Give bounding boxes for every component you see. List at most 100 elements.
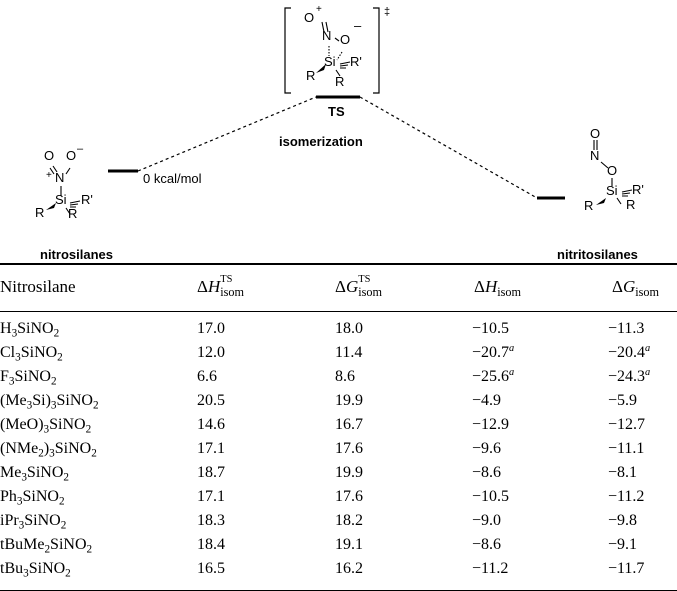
formula-subscript: 3 bbox=[26, 399, 33, 412]
cell-value: 6.6 bbox=[197, 368, 217, 385]
formula-part: SiNO bbox=[54, 440, 92, 457]
left-atom-o2: O bbox=[66, 148, 77, 163]
cell-dh-ts: 18.3 bbox=[197, 512, 225, 530]
formula-subscript: 2 bbox=[65, 567, 71, 580]
cell-dg: −11.2 bbox=[608, 488, 644, 506]
right-atom-si: Si bbox=[606, 183, 618, 198]
ts-atom-n: N bbox=[322, 28, 332, 43]
energy-diagram: O + N O – ‡ Si R' R R TS isomerization 0… bbox=[0, 0, 677, 262]
cell-value: −9.6 bbox=[472, 440, 502, 457]
cell-dh-ts: 18.7 bbox=[197, 464, 225, 482]
formula-part: H bbox=[0, 320, 12, 337]
cell-value: 17.1 bbox=[197, 488, 225, 505]
formula-subscript: 2 bbox=[57, 351, 63, 364]
right-atom-n: N bbox=[590, 148, 600, 163]
cell-value: −20.4 bbox=[608, 344, 646, 361]
footnote-marker: a bbox=[645, 342, 651, 354]
ts-bond-o-si bbox=[336, 51, 343, 61]
energy-diagram-svg bbox=[46, 7, 633, 215]
formula-subscript: 2 bbox=[44, 543, 51, 556]
reactant-ts-connector bbox=[137, 96, 317, 172]
ts-atom-o1: O bbox=[304, 10, 315, 25]
formula-part: (Me bbox=[0, 392, 27, 409]
left-atom-r2: R bbox=[68, 206, 78, 221]
formula-part: (NMe bbox=[0, 440, 39, 457]
cell-value: 12.0 bbox=[197, 344, 225, 361]
formula-part: Cl bbox=[0, 344, 16, 361]
cell-nitrosilane: H3SiNO2 bbox=[0, 320, 59, 340]
footnote-marker: a bbox=[509, 342, 515, 354]
formula-subscript: 3 bbox=[43, 423, 50, 436]
cell-value: 11.4 bbox=[335, 344, 363, 361]
cell-value: −8.1 bbox=[608, 464, 638, 481]
formula-subscript: 3 bbox=[11, 327, 18, 340]
right-atom-rp: R' bbox=[632, 182, 644, 197]
ts-atom-si: Si bbox=[324, 54, 336, 69]
cell-dh: −20.7a bbox=[472, 342, 515, 362]
formula-part: SiNO bbox=[28, 560, 66, 577]
header-dg: ΔGisom bbox=[612, 277, 660, 300]
cell-dg-ts: 19.1 bbox=[335, 536, 363, 554]
right-wedge-bond bbox=[596, 198, 606, 205]
cell-dh: −9.6 bbox=[472, 440, 501, 458]
footnote-marker: a bbox=[645, 366, 651, 378]
cell-value: −9.0 bbox=[472, 512, 502, 529]
formula-part: SiNO bbox=[20, 344, 58, 361]
formula-subscript: 2 bbox=[85, 423, 92, 436]
formula-subscript: 2 bbox=[92, 399, 99, 412]
cell-dh-ts: 17.0 bbox=[197, 320, 225, 338]
formula-part: Ph bbox=[0, 488, 17, 505]
ts-atom-r2: R bbox=[335, 74, 345, 89]
footnote-marker: a bbox=[509, 366, 515, 378]
cell-value: 14.6 bbox=[197, 416, 225, 433]
cell-value: 8.6 bbox=[335, 368, 355, 385]
left-hash-bond bbox=[69, 200, 81, 208]
ts-atom-r1: R bbox=[306, 68, 316, 83]
left-atom-r1: R bbox=[35, 205, 45, 220]
ts-bond-o-n-2 bbox=[325, 21, 329, 33]
cell-value: −8.6 bbox=[472, 536, 502, 553]
cell-nitrosilane: (MeO)3SiNO2 bbox=[0, 416, 92, 436]
formula-part: SiNO bbox=[49, 416, 86, 433]
formula-part: (MeO) bbox=[0, 416, 44, 433]
cell-dh: −9.0 bbox=[472, 512, 501, 530]
cell-dh-ts: 17.1 bbox=[197, 488, 225, 506]
cell-value: 19.1 bbox=[335, 536, 363, 553]
cell-dh: −8.6 bbox=[472, 536, 501, 554]
left-charge-minus: – bbox=[77, 143, 84, 155]
cell-dg: −9.8 bbox=[608, 512, 637, 530]
cell-dh: −10.5 bbox=[472, 488, 509, 506]
cell-value: −9.1 bbox=[608, 536, 638, 553]
formula-part: tBu bbox=[0, 560, 24, 577]
formula-part: Si) bbox=[32, 392, 51, 409]
cell-dg: −11.1 bbox=[608, 440, 644, 458]
formula-subscript: 2 bbox=[91, 447, 97, 460]
cell-value: −4.9 bbox=[472, 392, 502, 409]
table-rule-mid bbox=[0, 311, 677, 312]
cell-nitrosilane: Ph3SiNO2 bbox=[0, 488, 65, 508]
formula-subscript: 2 bbox=[86, 543, 93, 556]
table-rule-top bbox=[0, 263, 677, 265]
cell-value: 16.5 bbox=[197, 560, 225, 577]
ts-bracket-left bbox=[284, 7, 291, 94]
right-atom-r2: R bbox=[626, 197, 636, 212]
cell-nitrosilane: tBu3SiNO2 bbox=[0, 560, 71, 580]
ts-label: TS bbox=[328, 104, 345, 119]
cell-nitrosilane: F3SiNO2 bbox=[0, 368, 57, 387]
cell-value: 18.3 bbox=[197, 512, 225, 529]
cell-dh: −25.6a bbox=[472, 366, 515, 386]
cell-value: −24.3 bbox=[608, 368, 646, 385]
formula-part: SiNO bbox=[26, 464, 64, 481]
cell-dg: −11.3 bbox=[608, 320, 644, 338]
formula-part: F bbox=[0, 368, 9, 385]
cell-dg: −12.7 bbox=[608, 416, 645, 434]
formula-subscript: 2 bbox=[58, 495, 65, 508]
cell-dg-ts: 8.6 bbox=[335, 368, 355, 386]
zero-energy-label: 0 kcal/mol bbox=[143, 171, 202, 186]
cell-dh-ts: 20.5 bbox=[197, 392, 225, 410]
right-atom-o1: O bbox=[590, 126, 601, 141]
ts-wedge-bond bbox=[316, 64, 326, 73]
formula-subscript: 3 bbox=[16, 495, 23, 508]
formula-part: Me bbox=[0, 464, 22, 481]
